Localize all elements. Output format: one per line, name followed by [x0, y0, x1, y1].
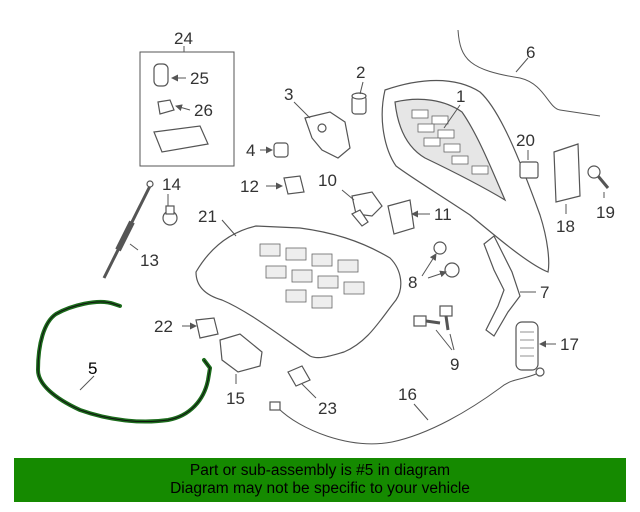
bracket-part-15 — [219, 333, 263, 373]
callout-3: 3 — [284, 85, 293, 104]
callout-24: 24 — [174, 29, 193, 48]
callout-26: 26 — [194, 101, 213, 120]
callout-13: 13 — [140, 251, 159, 270]
callout-18: 18 — [556, 217, 575, 236]
callout-25: 25 — [190, 69, 209, 88]
callout-15: 15 — [226, 389, 245, 408]
cable-guide-part-10 — [351, 191, 383, 227]
hood-seal-part-6 — [457, 29, 601, 117]
banner-line-1: Part or sub-assembly is #5 in diagram — [189, 462, 451, 479]
hood-bumper-part — [351, 92, 367, 115]
callout-8: 8 — [408, 273, 417, 292]
nut-part-8 — [433, 241, 460, 278]
callout-9: 9 — [450, 355, 459, 374]
info-banner: Part or sub-assembly is #5 in diagram Di… — [14, 458, 626, 502]
callout-10: 10 — [318, 171, 337, 190]
hood-hinge-part-7 — [483, 235, 521, 337]
screw-part-19 — [587, 165, 610, 189]
bolt-part-9 — [413, 305, 453, 331]
callout-16: 16 — [398, 385, 417, 404]
callout-19: 19 — [596, 203, 615, 222]
kit-box-24 — [139, 46, 235, 167]
banner-line-2: Diagram may not be specific to your vehi… — [170, 480, 470, 497]
bracket-part-11 — [387, 199, 415, 235]
callout-12: 12 — [240, 177, 259, 196]
callout-21: 21 — [198, 207, 217, 226]
bracket-part-18 — [553, 143, 581, 203]
release-cable-part-16 — [269, 367, 545, 445]
callout-6: 6 — [526, 43, 535, 62]
clip-part-4 — [273, 142, 289, 158]
ball-stud-part-14 — [162, 205, 178, 226]
callout-4: 4 — [246, 141, 255, 160]
callout-1: 1 — [456, 87, 465, 106]
callout-11: 11 — [434, 205, 452, 224]
hood-latch-part — [304, 111, 351, 159]
clip-part-22 — [195, 317, 219, 339]
callout-5: 5 — [88, 359, 97, 378]
hood-part — [381, 79, 550, 273]
bumper-part-20 — [519, 161, 539, 179]
callout-17: 17 — [560, 335, 579, 354]
callout-23: 23 — [318, 399, 337, 418]
callout-20: 20 — [516, 131, 535, 150]
clip-part-23 — [287, 365, 311, 387]
clip-part-12 — [283, 175, 305, 195]
latch-cover-part-17 — [515, 321, 539, 371]
hood-insulator-part-21 — [195, 225, 402, 359]
parts-diagram: 1 2 3 4 6 24 25 26 12 — [36, 29, 615, 445]
callout-2: 2 — [356, 63, 365, 82]
highlighted-seal-part-5 — [36, 299, 212, 424]
callout-14: 14 — [162, 175, 181, 194]
callout-22: 22 — [154, 317, 173, 336]
callout-7: 7 — [540, 283, 549, 302]
gas-strut-part-13 — [102, 180, 154, 279]
